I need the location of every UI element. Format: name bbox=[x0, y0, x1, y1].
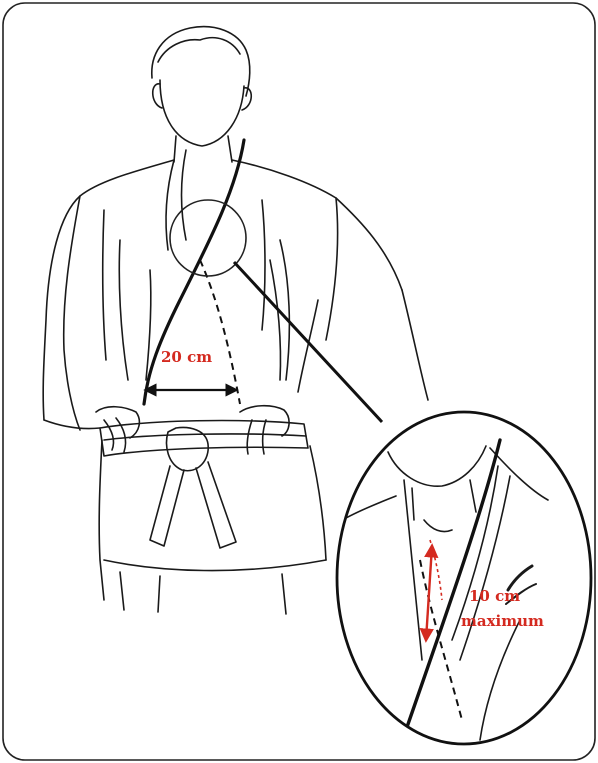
inner-lapel-dashed bbox=[200, 260, 240, 404]
belt-distance-label: 20 cm bbox=[161, 350, 212, 365]
connector-line bbox=[234, 262, 382, 422]
collar-distance-label: 10 cm bbox=[469, 589, 520, 604]
collar-distance-label-max: maximum bbox=[461, 614, 544, 629]
